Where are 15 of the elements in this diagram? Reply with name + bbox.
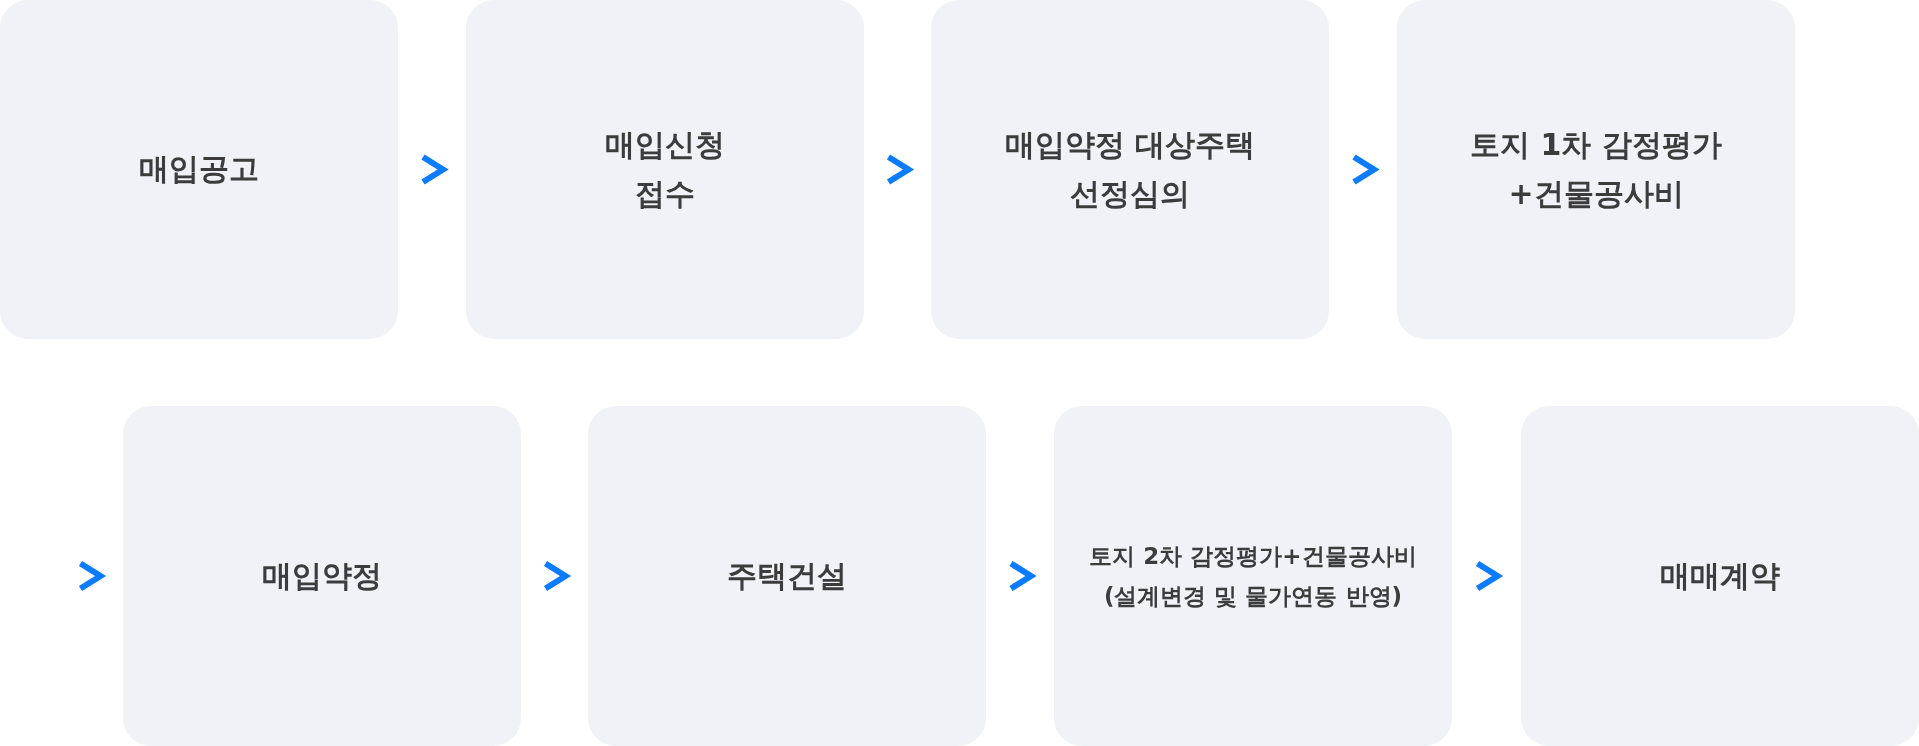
step-label: 매입약정 대상주택 선정심의 [1003, 125, 1257, 213]
step-label: 주택건설 [727, 556, 847, 595]
step-label: 매입신청 접수 [604, 125, 726, 213]
step-label: 매입약정 [262, 556, 382, 595]
step-label: 토지 2차 감정평가+건물공사비 (설계변경 및 물가연동 반영) [1088, 541, 1418, 611]
chevron-arrow [1352, 154, 1380, 185]
chevron-arrow [1475, 560, 1504, 592]
chevron-arrow [886, 154, 915, 185]
chevron-arrow [421, 154, 449, 185]
chevron-arrow [1009, 560, 1037, 592]
chevron-arrow [78, 560, 107, 592]
step-label: 매입공고 [139, 150, 259, 189]
step-label: 토지 1차 감정평가 +건물공사비 [1469, 125, 1723, 213]
step-label: 매매계약 [1660, 556, 1780, 595]
chevron-arrow [543, 560, 572, 592]
